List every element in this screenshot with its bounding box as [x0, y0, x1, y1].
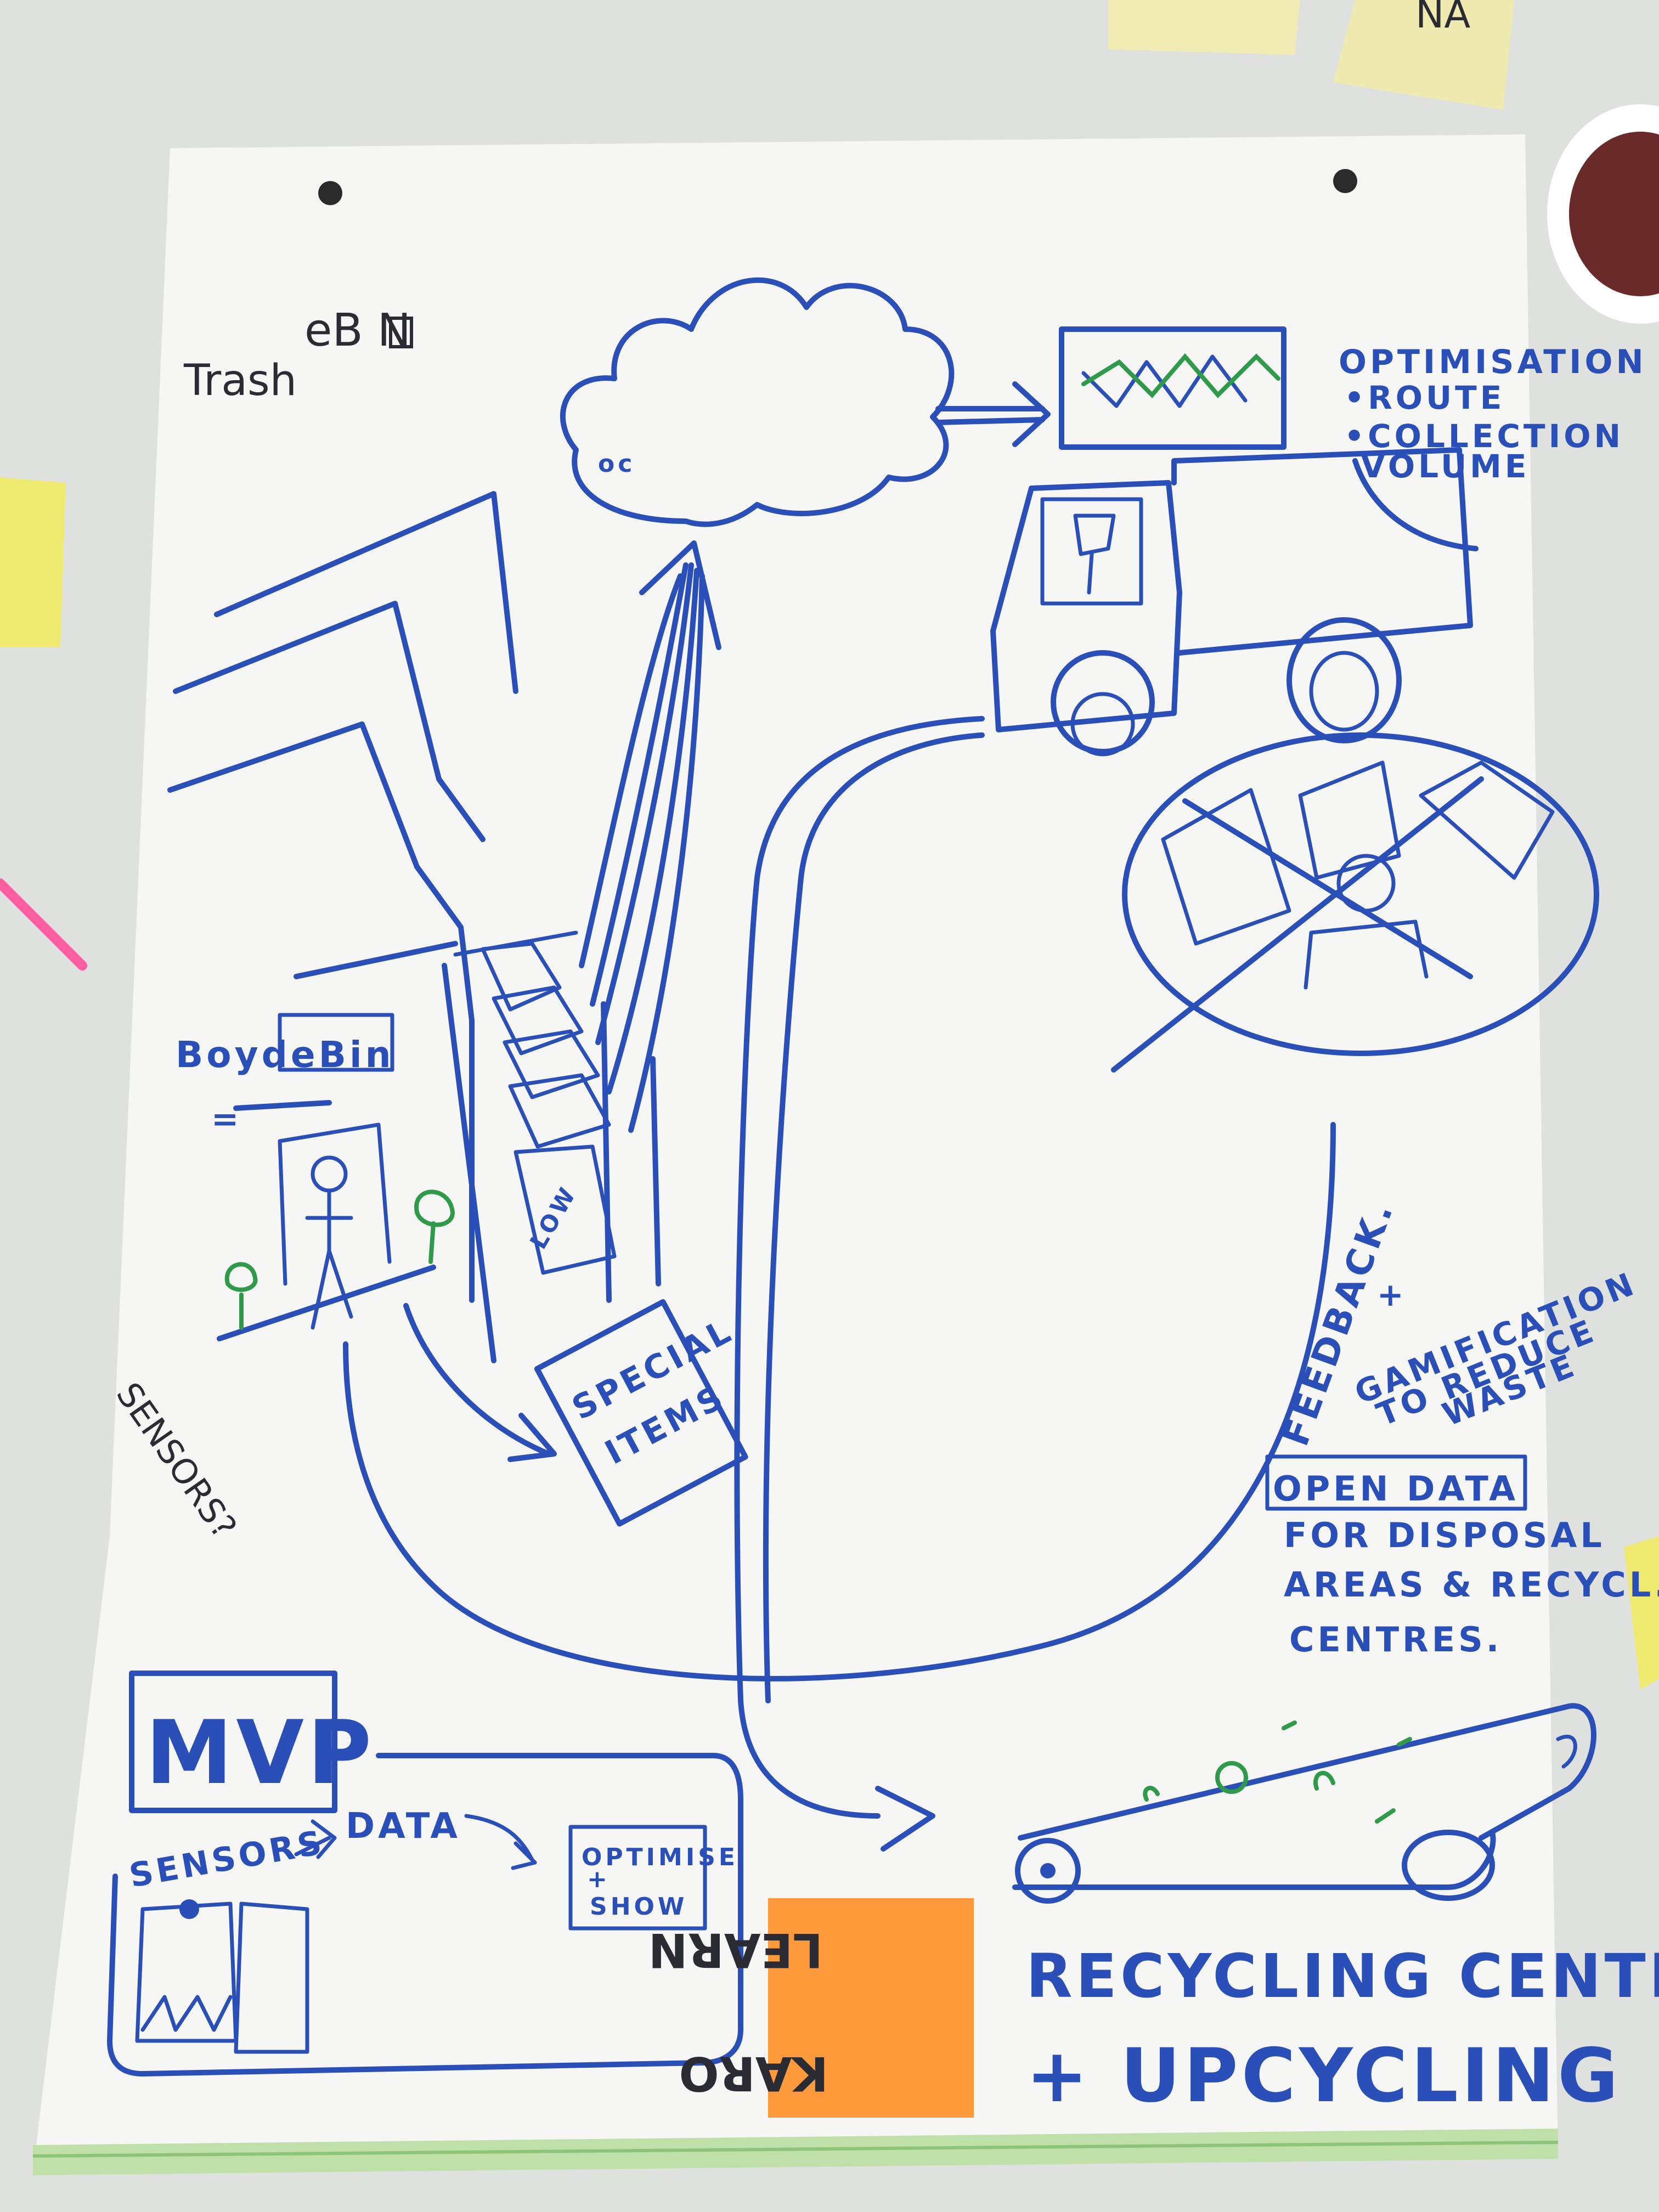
trash-can-icon — [389, 317, 413, 348]
punch-hole-right — [1333, 169, 1357, 193]
title-ebin: eB N — [304, 304, 411, 357]
gamification-plus: + — [1377, 1276, 1407, 1313]
sticky-note-right — [1624, 1536, 1659, 1690]
building-sketch — [167, 491, 661, 1363]
open-data-line2: FOR DISPOSAL — [1284, 1515, 1605, 1555]
optim-collection: •COLLECTION — [1344, 417, 1624, 455]
open-data-line1: OPEN DATA — [1273, 1469, 1519, 1509]
sticky-note — [768, 1898, 974, 2118]
cloud-icon — [560, 277, 955, 527]
coffee-cup-contents — [1569, 132, 1659, 296]
cloud-label: oc — [598, 450, 635, 478]
chart-line-green — [1081, 353, 1280, 398]
mvp-optimise-2: + — [587, 1865, 611, 1893]
conveyor-belt-sketch — [1012, 1703, 1596, 1904]
open-data-box — [1265, 1454, 1527, 1511]
sticky-note-top-right — [1333, 0, 1514, 110]
truck-to-recycling-arrow — [734, 716, 985, 1852]
top-note-text: NA — [1415, 0, 1470, 37]
mvp-box — [129, 1671, 337, 1813]
lifecycle-loop — [343, 1122, 1336, 1681]
green-paper-edge — [33, 2129, 1558, 2175]
mvp-data: DATA — [346, 1806, 461, 1847]
optim-route: •ROUTE — [1344, 379, 1505, 416]
pink-pen — [0, 878, 87, 970]
mvp-optimise-3: SHOW — [590, 1893, 687, 1921]
garbage-truck — [990, 447, 1473, 757]
open-data-line4: CENTRES. — [1289, 1620, 1502, 1660]
crossed-out-collection-scene — [1111, 732, 1599, 1073]
arrow-to-chart — [935, 381, 1051, 447]
sticky-note-left — [0, 477, 66, 647]
title-trash: Trash — [183, 356, 297, 405]
mvp-optimise-box — [568, 1825, 707, 1931]
mvp-title: MVP — [145, 1701, 375, 1804]
open-data-line3: AREAS & RECYCL. — [1284, 1565, 1659, 1605]
mvp-bracket — [107, 1753, 743, 2076]
sticky-note-line2: KARO — [679, 2046, 828, 2101]
arrow-to-special — [403, 1303, 557, 1462]
mvp-bins-sketch — [135, 1899, 309, 2054]
mvp-optimise-1: OPTIMISE — [582, 1843, 738, 1871]
bin-brand-box — [278, 1013, 394, 1072]
chart-box — [1059, 326, 1286, 450]
sticky-note-line1: LEARN — [648, 1922, 823, 1977]
mvp-arrow — [464, 1814, 537, 1870]
recycling-line1: RECYCLING CENTRE — [1026, 1941, 1659, 2011]
bin-door-figure — [217, 1122, 455, 1341]
optim-bracket — [1352, 458, 1479, 551]
optim-heading: OPTIMISATION — [1339, 343, 1647, 381]
upload-arrows — [579, 540, 721, 1133]
recycling-line2: + UPCYCLING — [1026, 2033, 1622, 2119]
punch-hole-left — [318, 181, 342, 205]
sticky-note-top — [1108, 0, 1300, 55]
